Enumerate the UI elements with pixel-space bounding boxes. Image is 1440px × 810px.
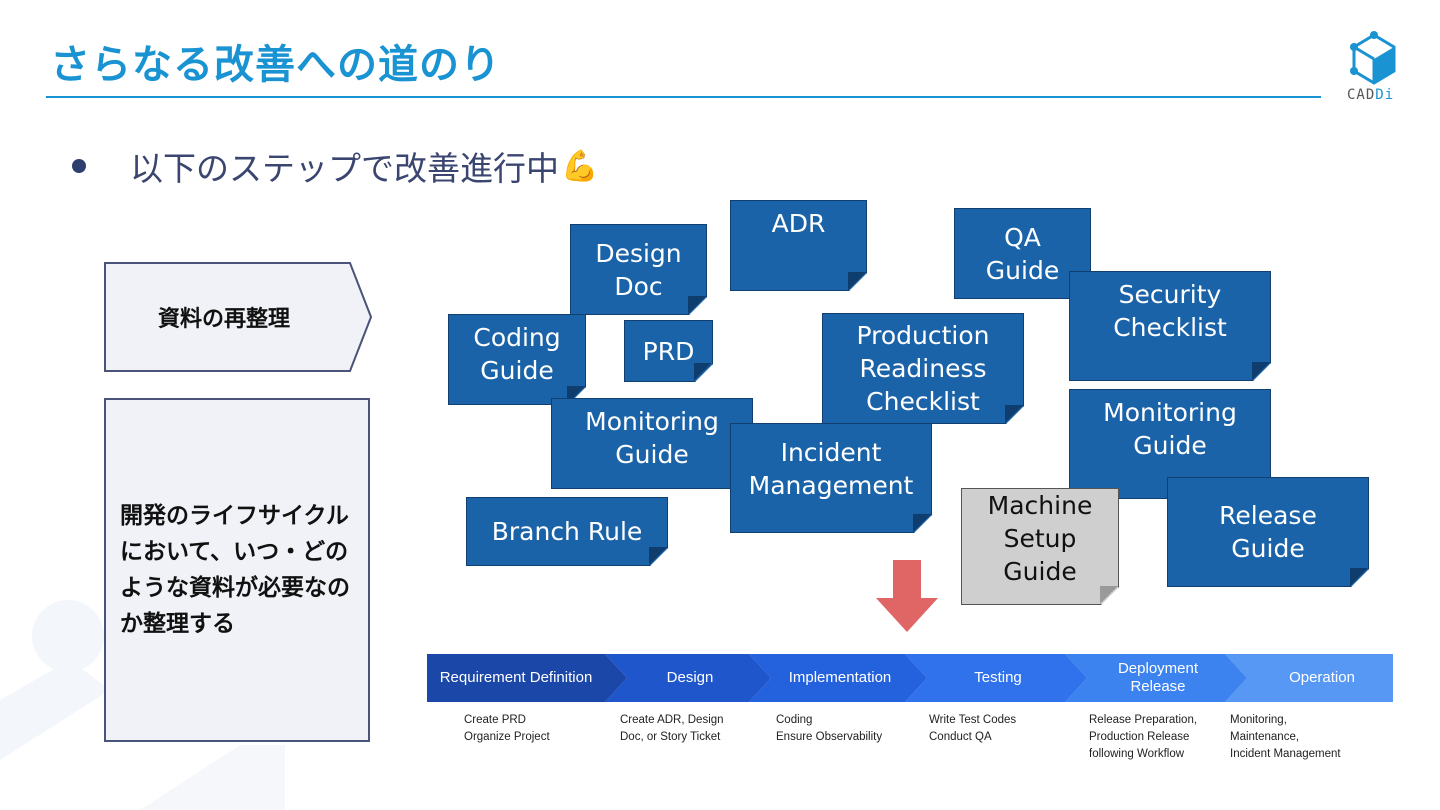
lifecycle-process-bar: [427, 654, 1393, 702]
step-label: 資料の再整理: [157, 307, 290, 332]
note-label: Monitoring Guide: [1103, 398, 1237, 460]
stage-chevron: [1065, 654, 1247, 702]
stage-tasks: Coding Ensure Observability: [776, 714, 883, 743]
note-adr: ADR: [730, 200, 867, 291]
page-fold-icon: [1005, 405, 1023, 423]
note-machine-setup-guide: Machine Setup Guide: [961, 488, 1119, 605]
step-chevron: 資料の再整理: [104, 262, 372, 372]
stage-label: Testing: [974, 669, 1022, 686]
note-coding-guide: Coding Guide: [448, 314, 586, 405]
page-fold-icon: [1252, 362, 1270, 380]
bullet-dot-icon: [72, 159, 86, 173]
note-production-readiness-checklist: Production Readiness Checklist: [822, 313, 1024, 424]
page-fold-icon: [694, 363, 712, 381]
note-label: Incident Management: [748, 438, 914, 500]
brand-logo-text: CADDi: [1347, 87, 1394, 103]
note-label: Release Guide: [1219, 501, 1317, 563]
stage-chevron: [749, 654, 927, 702]
stage-label: Requirement Definition: [439, 669, 593, 686]
step-description-box: 開発のライフサイクルにおいて、いつ・どのような資料が必要なのか整理する: [104, 398, 370, 742]
page-fold-icon: [688, 296, 706, 314]
page-fold-icon: [1350, 568, 1368, 586]
note-label: Design Doc: [595, 238, 682, 301]
page-fold-icon: [913, 514, 931, 532]
page-fold-icon: [1100, 586, 1118, 604]
step-description: 開発のライフサイクルにおいて、いつ・どのような資料が必要なのか整理する: [120, 503, 350, 637]
stage-tasks: Write Test Codes Conduct QA: [929, 714, 1017, 743]
page-fold-icon: [848, 272, 866, 290]
note-qa-guide: QA Guide: [954, 208, 1091, 299]
stage-chevron: [1225, 654, 1393, 702]
note-prd: PRD: [624, 320, 713, 382]
bullet-point: 以下のステップで改善進行中 💪: [72, 142, 598, 190]
note-monitoring-guide: Monitoring Guide: [551, 398, 753, 489]
cube-logo-icon: [1350, 31, 1396, 85]
note-security-checklist: Security Checklist: [1069, 271, 1271, 381]
note-label: Monitoring Guide: [585, 407, 719, 469]
note-label: Machine Setup Guide: [987, 491, 1093, 586]
note-design-doc: Design Doc: [570, 224, 707, 315]
page-fold-icon: [649, 547, 667, 565]
stage-tasks: Create PRD Organize Project: [464, 714, 550, 743]
slide-title: さらなる改善への道のり: [50, 42, 501, 88]
bullet-text: 以下のステップで改善進行中: [130, 149, 559, 188]
stage-label: Implementation: [788, 669, 892, 686]
stage-tasks: Create ADR, Design Doc, or Story Ticket: [620, 714, 724, 743]
note-label: Coding Guide: [473, 323, 561, 385]
stage-chevron: [427, 654, 627, 702]
note-label: ADR: [771, 209, 826, 238]
stage-label: Design: [666, 669, 714, 686]
note-incident-management: Incident Management: [730, 423, 932, 533]
note-release-guide: Release Guide: [1167, 477, 1369, 587]
down-arrow-icon: [876, 560, 938, 632]
title-underline: [46, 96, 1321, 98]
stage-tasks: Release Preparation, Production Release …: [1089, 714, 1198, 760]
note-label: Production Readiness Checklist: [856, 321, 990, 416]
flexed-biceps-icon: 💪: [561, 148, 599, 184]
note-label: PRD: [642, 336, 695, 366]
note-label: Branch Rule: [491, 517, 643, 546]
note-branch-rule: Branch Rule: [466, 497, 668, 566]
chevron-shape: [104, 262, 372, 372]
stage-chevron: [905, 654, 1087, 702]
stage-chevron: [605, 654, 771, 702]
stage-tasks: Monitoring, Maintenance, Incident Manage…: [1230, 714, 1341, 760]
note-label: Security Checklist: [1113, 280, 1227, 342]
stage-label: Deployment Release: [1117, 660, 1199, 695]
stage-label: Operation: [1289, 669, 1355, 686]
logo-text-main: CAD: [1347, 87, 1376, 103]
note-label: QA Guide: [985, 222, 1060, 285]
logo-text-accent: Di: [1375, 87, 1395, 103]
